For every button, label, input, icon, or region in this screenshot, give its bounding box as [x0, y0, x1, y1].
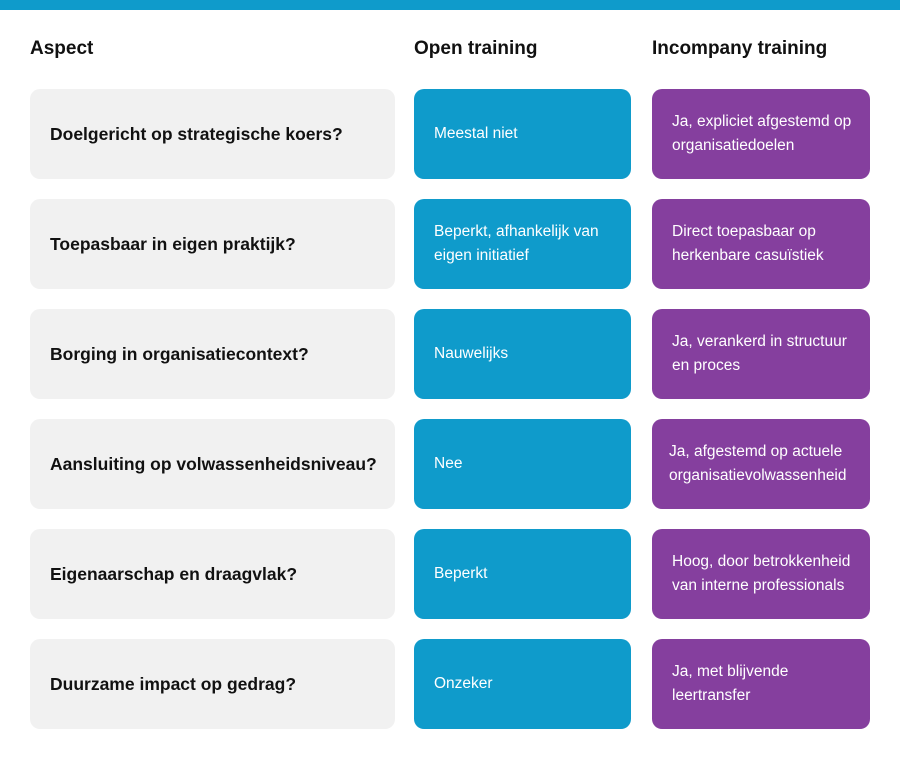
incompany-training-cell: Hoog, door betrokkenheid van interne pro…: [652, 529, 870, 619]
open-training-value: Nauwelijks: [434, 345, 509, 362]
table-row: Duurzame impact op gedrag? Onzeker Ja, m…: [0, 639, 900, 729]
incompany-training-cell: Ja, afgestemd op actuele organisatievolw…: [652, 419, 870, 509]
incompany-training-value: Ja, expliciet afgestemd op organisatiedo…: [672, 113, 852, 154]
incompany-training-value: Direct toepasbaar op herkenbare casuïsti…: [672, 223, 824, 264]
aspect-cell: Aansluiting op volwassenheidsniveau?: [30, 419, 395, 509]
open-training-cell: Beperkt: [414, 529, 631, 619]
aspect-cell: Duurzame impact op gedrag?: [30, 639, 395, 729]
open-training-cell: Meestal niet: [414, 89, 631, 179]
open-training-cell: Beperkt, afhankelijk van eigen initiatie…: [414, 199, 631, 289]
table-header: Aspect Open training Incompany training: [0, 36, 900, 64]
open-training-value: Beperkt, afhankelijk van eigen initiatie…: [434, 223, 599, 264]
aspect-cell: Borging in organisatiecontext?: [30, 309, 395, 399]
incompany-training-value: Ja, verankerd in structuur en proces: [672, 333, 847, 374]
incompany-training-value: Hoog, door betrokkenheid van interne pro…: [672, 553, 851, 594]
aspect-cell: Doelgericht op strategische koers?: [30, 89, 395, 179]
aspect-cell: Toepasbaar in eigen praktijk?: [30, 199, 395, 289]
open-training-value: Beperkt: [434, 565, 488, 582]
incompany-training-cell: Direct toepasbaar op herkenbare casuïsti…: [652, 199, 870, 289]
aspect-label: Aansluiting op volwassenheidsniveau?: [50, 454, 377, 474]
top-accent-bar: [0, 0, 900, 10]
column-header-aspect: Aspect: [30, 38, 94, 59]
aspect-label: Borging in organisatiecontext?: [50, 344, 309, 364]
incompany-training-cell: Ja, expliciet afgestemd op organisatiedo…: [652, 89, 870, 179]
incompany-training-cell: Ja, met blijvende leertransfer: [652, 639, 870, 729]
aspect-label: Eigenaarschap en draagvlak?: [50, 564, 298, 584]
table-row: Toepasbaar in eigen praktijk? Beperkt, a…: [0, 199, 900, 289]
incompany-training-cell: Ja, verankerd in structuur en proces: [652, 309, 870, 399]
aspect-label: Duurzame impact op gedrag?: [50, 674, 297, 694]
column-header-open-training: Open training: [414, 38, 538, 59]
aspect-cell: Eigenaarschap en draagvlak?: [30, 529, 395, 619]
table-row: Doelgericht op strategische koers? Meest…: [0, 89, 900, 179]
comparison-table: Doelgericht op strategische koers? Meest…: [0, 89, 900, 749]
incompany-training-value: Ja, met blijvende leertransfer: [672, 663, 789, 704]
table-row: Borging in organisatiecontext? Nauwelijk…: [0, 309, 900, 399]
table-row: Eigenaarschap en draagvlak? Beperkt Hoog…: [0, 529, 900, 619]
aspect-label: Toepasbaar in eigen praktijk?: [50, 234, 296, 254]
column-header-incompany-training: Incompany training: [652, 38, 828, 59]
open-training-value: Nee: [434, 455, 463, 472]
table-row: Aansluiting op volwassenheidsniveau? Nee…: [0, 419, 900, 509]
open-training-cell: Nee: [414, 419, 631, 509]
open-training-cell: Nauwelijks: [414, 309, 631, 399]
incompany-training-value: Ja, afgestemd op actuele organisatievolw…: [669, 443, 847, 484]
aspect-label: Doelgericht op strategische koers?: [50, 124, 343, 144]
open-training-value: Meestal niet: [434, 125, 518, 142]
open-training-value: Onzeker: [434, 675, 493, 692]
open-training-cell: Onzeker: [414, 639, 631, 729]
